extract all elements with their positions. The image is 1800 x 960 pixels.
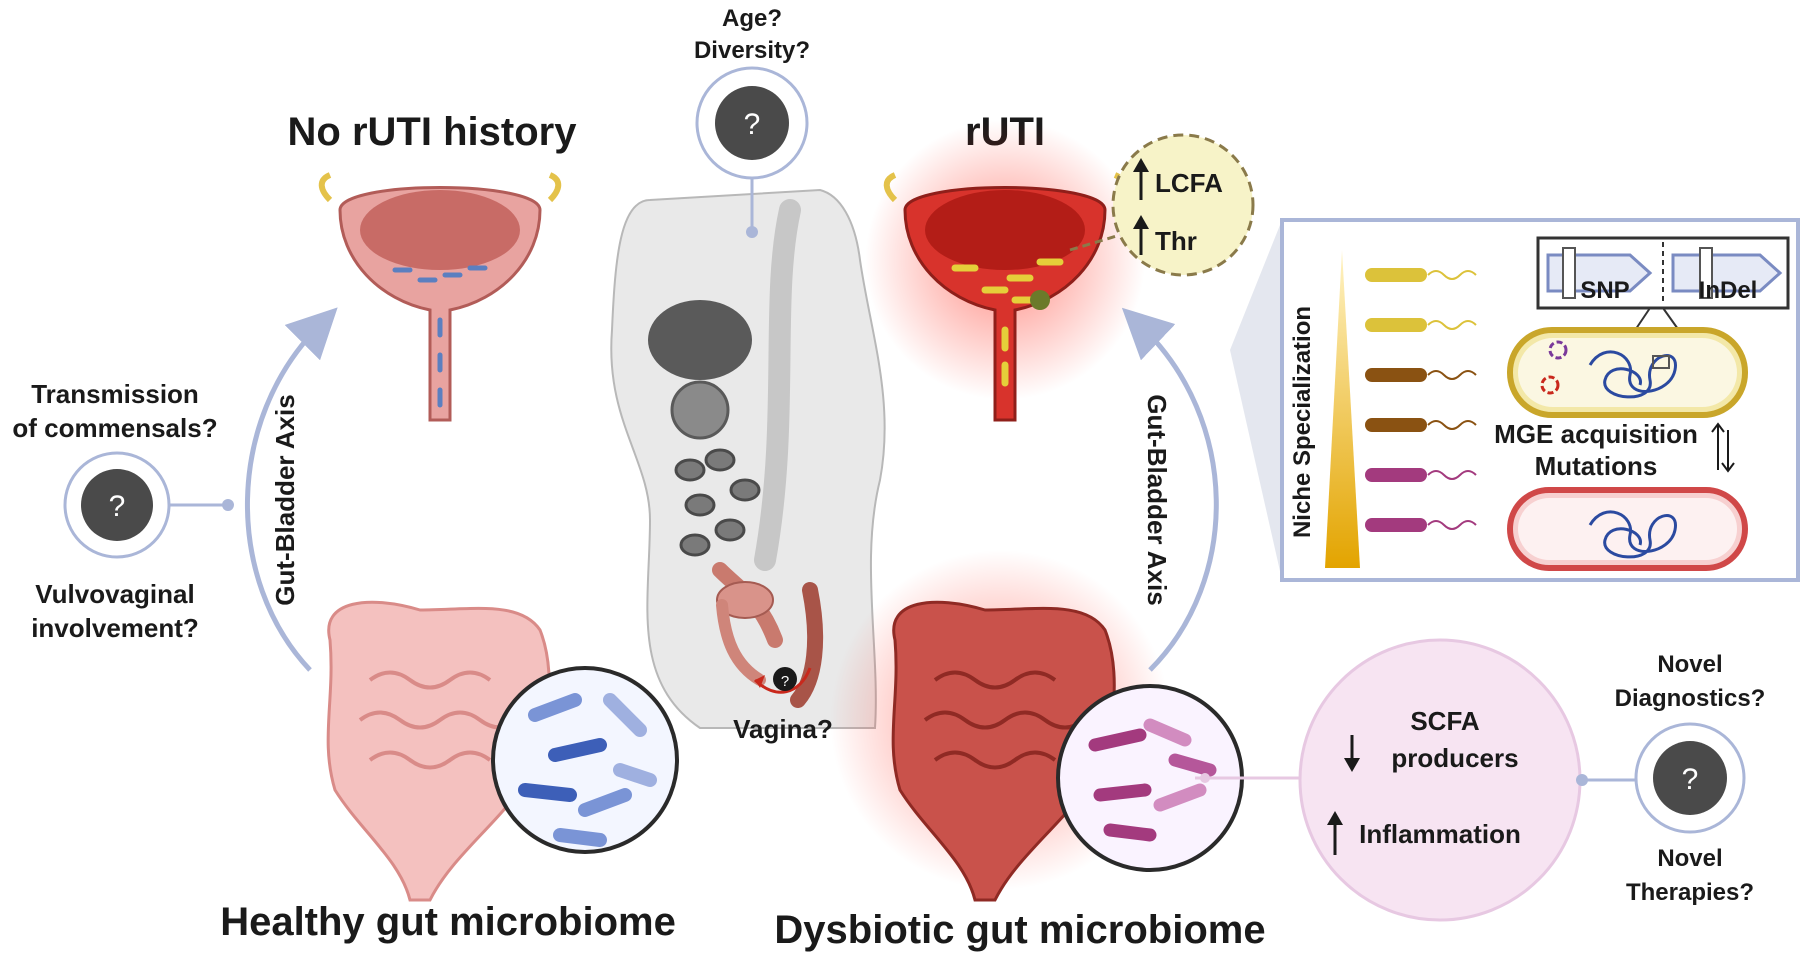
niche-bacterium [1365,318,1477,332]
left-question-group: ? Transmission of commensals? Vulvovagin… [12,379,234,643]
healthy-bladder [318,172,562,422]
center-question-line1: Age? [722,5,782,32]
vagina-question-mark: ? [781,673,789,690]
zoom-wedge [1230,220,1282,580]
center-question-line2: Diversity? [694,37,810,64]
left-question-top-line2: of commensals? [12,413,217,443]
niche-bacterium [1365,518,1477,532]
thr-label: Thr [1155,226,1197,256]
right-bottom-title: Dysbiotic gut microbiome [774,908,1265,952]
right-question-top-line1: Novel [1657,651,1722,678]
left-question-bottom-line1: Vulvovaginal [35,579,194,609]
right-question-top-line2: Diagnostics? [1615,685,1766,712]
right-axis-label: Gut-Bladder Axis [1142,394,1172,605]
scfa-line3: Inflammation [1359,819,1521,849]
niche-bacterium [1365,468,1477,482]
left-title: No rUTI history [288,110,578,154]
center-question-mark: ? [744,108,761,141]
center-question-group: Age? Diversity? ? [694,5,810,238]
left-axis-label: Gut-Bladder Axis [270,394,300,605]
scfa-circle: SCFA producers Inflammation [1195,638,1582,922]
niche-specialization-box: Niche Specialization SNP InDel MGE acqui… [1280,218,1800,582]
snp-label: SNP [1580,277,1629,304]
right-axis-arrow [1121,307,1219,672]
mge-line1: MGE acquisition [1494,419,1698,449]
left-question-bottom-line2: involvement? [31,613,199,643]
scfa-line1: SCFA [1410,706,1480,736]
left-question-top-line1: Transmission [31,379,199,409]
niche-gradient-label: Niche Specialization [1289,306,1316,538]
left-axis-arrow [244,307,338,672]
right-question-group: ? Novel Diagnostics? Novel Therapies? [1576,651,1765,906]
scfa-line2: producers [1391,743,1518,773]
mge-line2: Mutations [1535,451,1658,481]
body-cross-section [610,188,886,729]
niche-bacterium [1365,268,1477,282]
healthy-bacteria-zoom [491,666,679,854]
right-question-mark: ? [1682,763,1699,796]
vagina-question: ? Vagina? [733,667,833,744]
niche-bacteria-list [1365,268,1477,532]
left-bottom-title: Healthy gut microbiome [220,900,676,944]
niche-bacterium [1365,368,1477,382]
metabolite-callout: LCFA Thr [1069,133,1255,277]
inflamed-bladder [865,120,1145,422]
niche-bacterium [1365,418,1477,432]
lcfa-label: LCFA [1155,168,1223,198]
left-question-mark: ? [109,490,126,523]
dysbiotic-bacteria-zoom [1056,684,1244,872]
vagina-label: Vagina? [733,714,833,744]
right-question-bottom-line2: Therapies? [1626,879,1754,906]
right-question-bottom-line1: Novel [1657,845,1722,872]
indel-label: InDel [1699,277,1758,304]
